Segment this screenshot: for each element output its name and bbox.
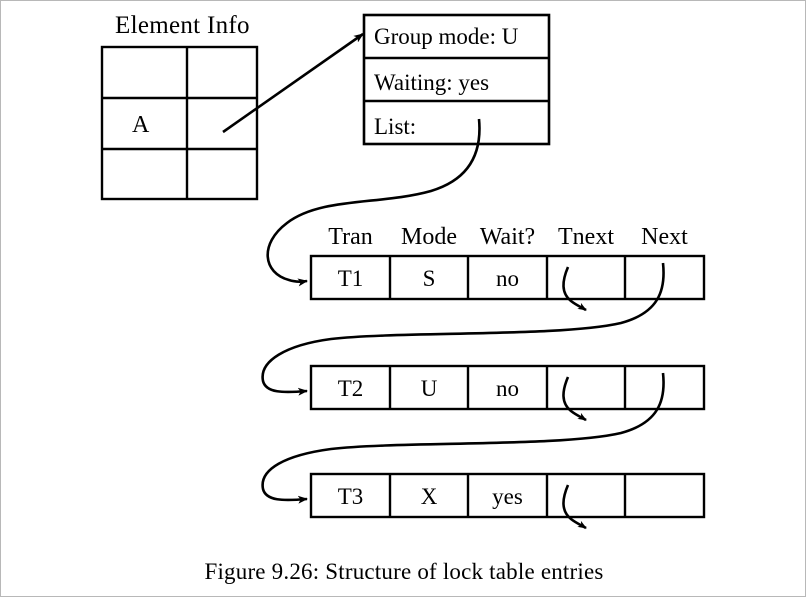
lock-table-row-2-borders [309, 364, 706, 411]
lock-table-row-2-mode: U [420, 376, 438, 401]
connector-row3-tnext-hook [562, 484, 587, 530]
lock-table-row-2-wait: no [496, 376, 519, 401]
lock-table-row-1-wait: no [496, 266, 519, 291]
figure-caption: Figure 9.26: Structure of lock table ent… [204, 559, 604, 584]
connector-row2-next-to-row3 [261, 372, 665, 504]
lock-table-header-mode: Mode [401, 224, 457, 250]
lock-table-header-tnext: Tnext [558, 224, 614, 250]
connector-row1-tnext-hook [562, 266, 587, 312]
lock-info-box [362, 13, 551, 146]
connector-row1-next-to-row2 [261, 262, 665, 396]
lock-table-row-1-mode: S [422, 266, 436, 291]
lock-table-header-tran: Tran [328, 224, 373, 250]
lock-table-row-1-tran: T1 [337, 266, 364, 291]
lock-table-header-next: Next [641, 224, 688, 250]
element-info-grid [100, 45, 259, 201]
lock-info-waiting: Waiting: yes [374, 70, 490, 95]
connector-row2-tnext-hook [562, 376, 587, 422]
lock-table-row-3-borders [309, 472, 706, 519]
lock-table-row-2-tran: T2 [337, 376, 364, 401]
element-info-cell-a: A [132, 112, 150, 138]
lock-info-list: List: [374, 114, 417, 139]
lock-info-group-mode: Group mode: U [374, 24, 519, 49]
element-info-title: Element Info [115, 12, 250, 39]
lock-table-row-3-wait: yes [492, 484, 523, 509]
lock-table-row-3-mode: X [420, 484, 438, 509]
connector-list-to-row1 [266, 118, 481, 287]
lock-table-header-wait: Wait? [479, 224, 536, 250]
connector-element-info-to-lock-info [222, 32, 364, 134]
lock-table-row-3-tran: T3 [337, 484, 364, 509]
lock-table-row-1-borders [309, 254, 706, 301]
